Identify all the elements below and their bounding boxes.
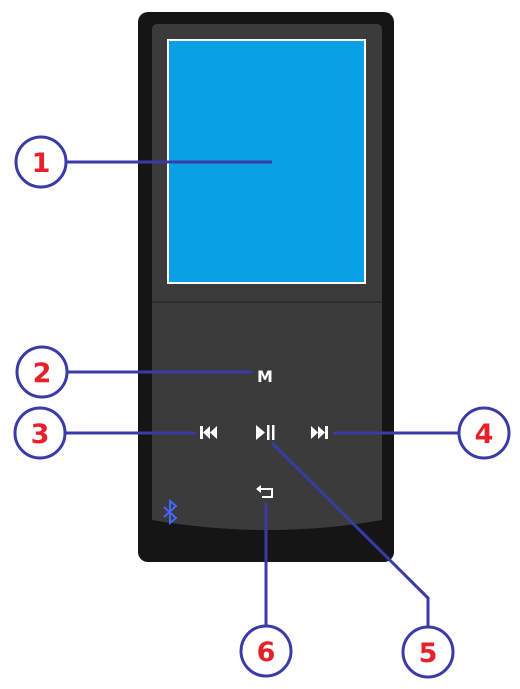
pause-bar-2-icon [272,425,275,440]
callout-4: 4 [457,406,511,460]
previous-bar-icon [200,426,203,439]
callout-5: 5 [401,625,455,679]
pause-bar-1-icon [267,425,270,440]
back-arrow-icon [258,488,273,498]
next-arrow-icon [311,426,318,439]
next-arrow2-icon [318,426,325,439]
callout-1: 1 [14,135,68,189]
callout-1-number: 1 [32,148,51,179]
callout-3: 3 [13,406,67,460]
menu-button[interactable]: M [257,367,273,386]
callout-6-number: 6 [257,637,276,668]
previous-arrow-icon [203,426,210,439]
previous-arrow2-icon [210,426,217,439]
play-pause-button[interactable] [256,425,275,440]
back-button[interactable] [256,485,273,498]
play-icon [256,425,265,440]
callout-5-number: 5 [419,638,438,669]
callout-6: 6 [239,624,293,678]
next-button[interactable] [311,426,328,439]
previous-button[interactable] [200,426,217,439]
callout-4-number: 4 [475,419,494,450]
bluetooth-icon [163,498,178,526]
next-bar-icon [325,426,328,439]
callout-2-number: 2 [33,358,52,389]
callout-3-number: 3 [31,419,50,450]
callout-line-5 [270,441,430,628]
back-arrowhead-icon [256,485,261,493]
callout-2: 2 [15,345,69,399]
